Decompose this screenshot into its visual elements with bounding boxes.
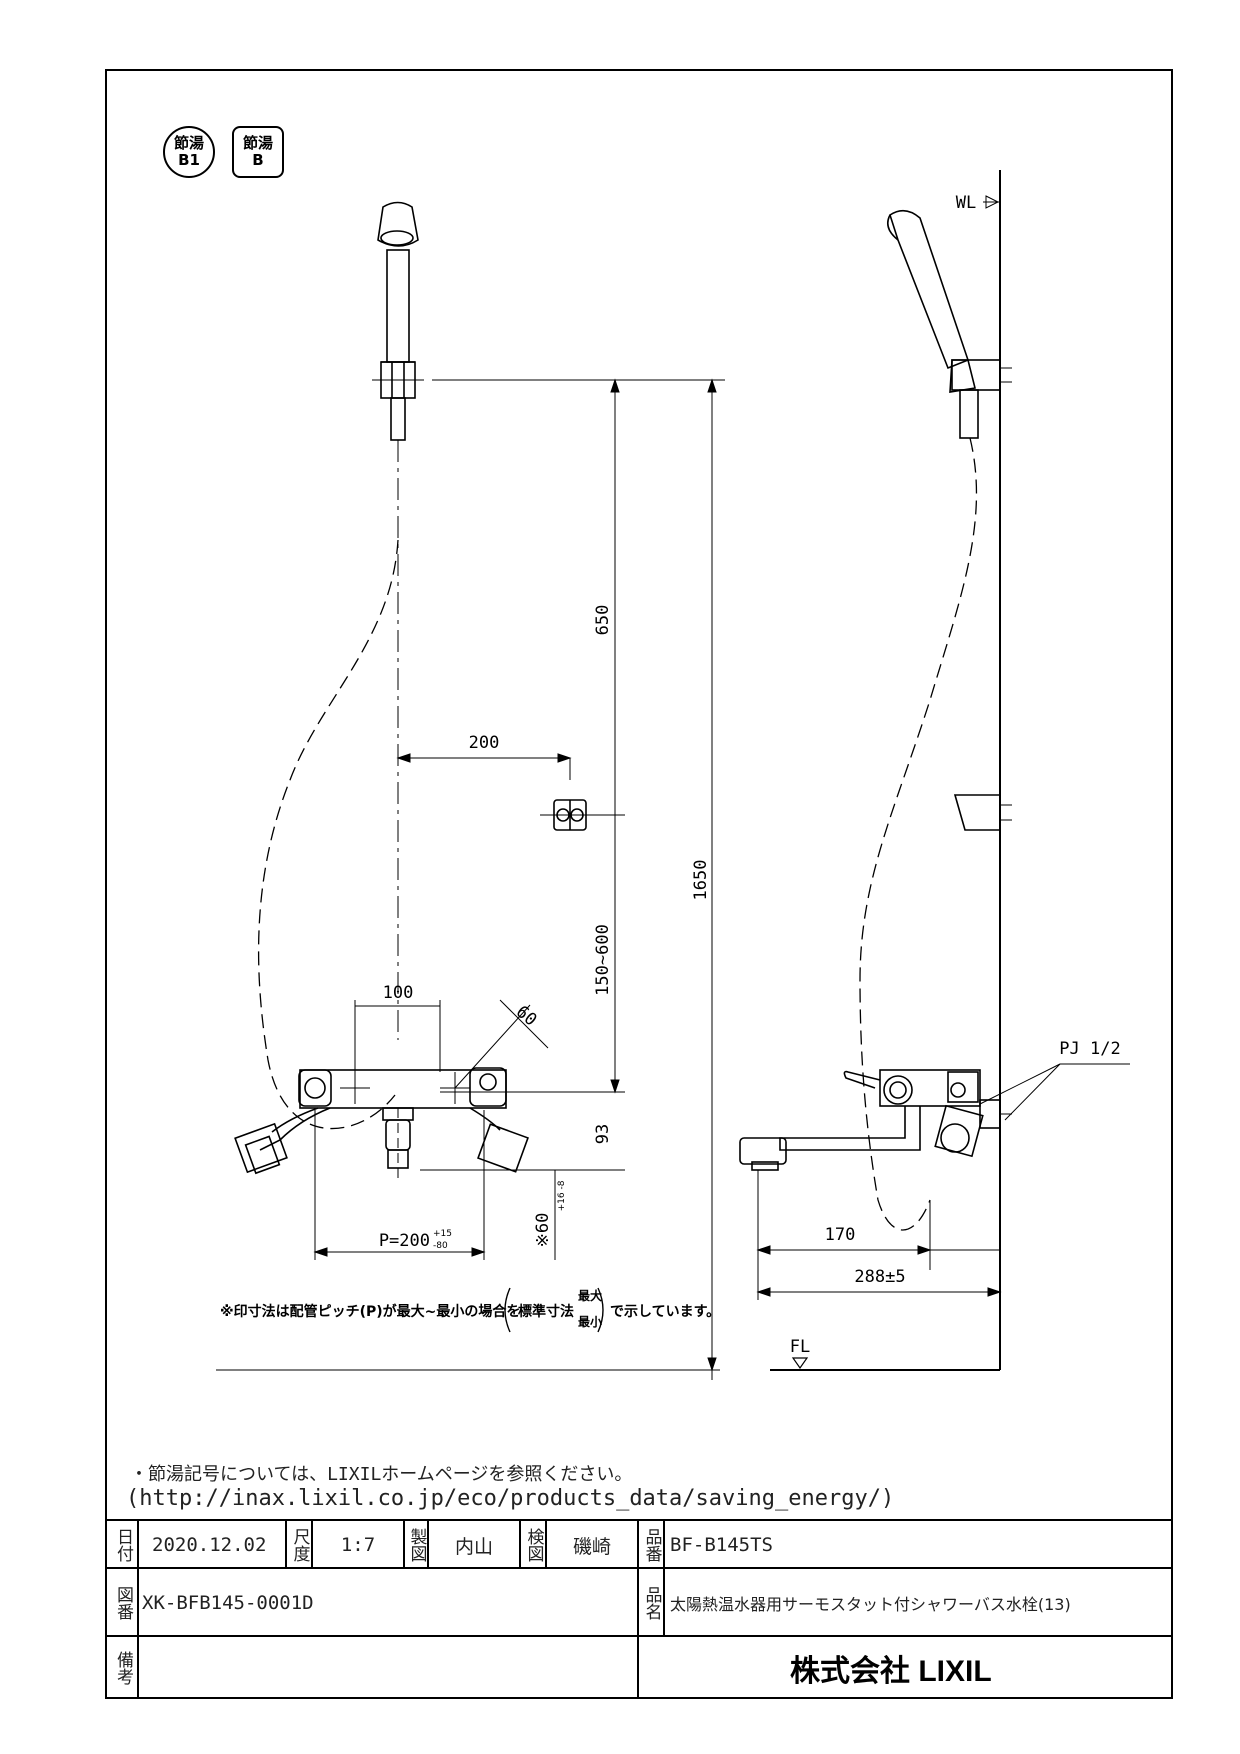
dim-pitch: P=200 — [379, 1231, 430, 1251]
front-dimensions — [216, 378, 725, 1380]
shower-head-front — [372, 201, 424, 441]
water-saving-badge-b1: 節湯 B1 — [163, 126, 215, 178]
checked-label: 検図 — [521, 1522, 546, 1568]
faucet-body-side — [739, 1069, 1012, 1171]
badge-b1-line2: B1 — [178, 151, 200, 169]
scale-label: 尺度 — [287, 1522, 312, 1568]
product-no-value: BF-B145TS — [670, 1534, 773, 1556]
date-label: 日付 — [108, 1522, 138, 1568]
drawn-label-text: 製図 — [406, 1528, 427, 1562]
sheet-border — [105, 69, 1173, 1699]
product-name-label-text: 品名 — [641, 1586, 662, 1620]
side-view — [739, 170, 1012, 1371]
note-before: ※印寸法は配管ピッチ(P)が最大~最小の場合を — [220, 1303, 520, 1320]
note-bracket — [504, 1287, 604, 1333]
side-dimensions — [756, 1063, 1130, 1370]
dim-height60-tol: +16 -8 — [557, 1180, 567, 1211]
badge-b-line1: 節湯 — [242, 134, 273, 152]
dim-93: 93 — [593, 1124, 613, 1144]
dim-wl: WL — [956, 193, 976, 213]
drawing-no-label-text: 図番 — [113, 1586, 133, 1620]
scale-label-text: 尺度 — [289, 1528, 310, 1562]
dim-288: 288±5 — [854, 1267, 905, 1287]
dim-650: 650 — [593, 605, 613, 636]
shower-head-side — [887, 209, 1012, 439]
front-view — [234, 201, 600, 1180]
footer-note-line1: ・節湯記号については、LIXILホームページを参照ください。 — [130, 1464, 633, 1485]
note-max: 最大 — [578, 1288, 602, 1303]
drawing-no-label: 図番 — [108, 1570, 138, 1636]
dim-200: 200 — [469, 733, 500, 753]
badge-b1-line1: 節湯 — [173, 134, 204, 152]
note-min: 最小 — [578, 1314, 602, 1329]
product-name-value: 太陽熱温水器用サーモスタット付シャワーバス水栓(13) — [670, 1595, 1071, 1614]
product-name-label: 品名 — [639, 1570, 664, 1636]
remarks-label-text: 備考 — [113, 1651, 133, 1685]
title-block-grid — [106, 1519, 1172, 1698]
product-no-label: 品番 — [639, 1522, 664, 1568]
dim-height60: ※60 — [533, 1213, 553, 1248]
remarks-label: 備考 — [108, 1638, 138, 1698]
note-standard: 標準寸法 — [518, 1303, 574, 1320]
date-label-text: 日付 — [113, 1528, 133, 1562]
dim-60: 60 — [512, 1002, 541, 1030]
product-no-label-text: 品番 — [641, 1528, 662, 1562]
dim-pitch-tol-lower: -80 — [433, 1241, 448, 1251]
dim-100: 100 — [383, 983, 414, 1003]
checked-by-value: 磯崎 — [572, 1535, 611, 1558]
footer-note-line2: (http://inax.lixil.co.jp/eco/products_da… — [126, 1486, 895, 1511]
scale-value: 1:7 — [340, 1534, 376, 1556]
wall-hook-side — [953, 794, 1012, 831]
badge-b-line2: B — [252, 151, 264, 169]
drawing-no-value: XK-BFB145-0001D — [142, 1592, 314, 1614]
dim-fl: FL — [790, 1337, 810, 1357]
dim-1650: 1650 — [691, 860, 711, 901]
dim-170: 170 — [825, 1225, 856, 1245]
water-saving-badge-b: 節湯 B — [232, 126, 284, 178]
faucet-body-front — [234, 1067, 529, 1180]
drawn-label: 製図 — [405, 1522, 428, 1568]
dim-150-600: 150~600 — [593, 924, 613, 996]
checked-label-text: 検図 — [523, 1528, 544, 1562]
company-name: 株式会社 LIXIL — [790, 1655, 992, 1688]
drawn-by-value: 内山 — [454, 1535, 493, 1558]
note-after: で示しています。 — [610, 1304, 720, 1320]
dim-pitch-tol-upper: +15 — [433, 1229, 452, 1239]
dim-pj: PJ 1/2 — [1059, 1039, 1120, 1059]
date-value: 2020.12.02 — [152, 1534, 267, 1556]
